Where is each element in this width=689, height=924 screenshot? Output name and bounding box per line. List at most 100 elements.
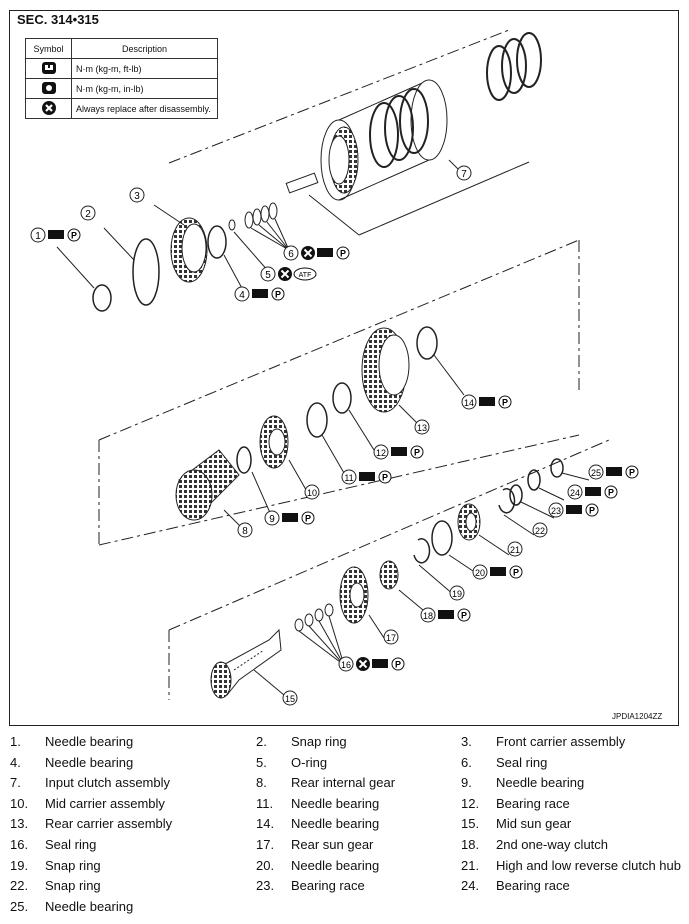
legend-number: 18. (461, 837, 480, 852)
torque-symbol-icon (48, 230, 64, 239)
petrolatum-label: P (305, 514, 311, 524)
atf-badge (293, 267, 317, 281)
symbol-desc-3: Always replace after disassembly. (71, 98, 218, 119)
callout-22: 22 (532, 522, 548, 538)
petrolatum-label: P (395, 660, 401, 670)
legend-number: 3. (461, 734, 472, 749)
legend-name: Rear carrier assembly (45, 816, 173, 832)
legend-name: Needle bearing (496, 775, 585, 791)
petrolatum-icon (509, 565, 523, 579)
petrolatum-label: P (71, 231, 77, 241)
callout-7: 7 (456, 165, 472, 181)
petrolatum-icon (457, 608, 471, 622)
diagram-frame (9, 10, 679, 726)
legend-name: Mid sun gear (496, 816, 572, 832)
legend-number: 25. (10, 898, 29, 914)
legend-number: 5. (256, 754, 267, 770)
svg-text:15: 15 (285, 694, 295, 704)
svg-text:11: 11 (344, 473, 353, 483)
legend-name: Rear internal gear (291, 775, 396, 791)
torque-symbol-icon (479, 397, 495, 406)
legend-name: Snap ring (45, 878, 101, 894)
petrolatum-icon (625, 465, 639, 479)
exploded-view-diagram: 1 2 3 4 5 6 7 8 9 10 11 12 13 14 15 16 1… (30, 29, 639, 706)
diagram-code: JPDIA1204ZZ (612, 712, 663, 721)
svg-text:16: 16 (341, 660, 351, 670)
svg-text:13: 13 (417, 423, 427, 433)
section-title: SEC. 314•315 (17, 12, 99, 27)
legend-name: Bearing race (496, 795, 570, 811)
torque-symbol-icon (566, 505, 582, 514)
legend-number: 9. (461, 775, 472, 791)
legend-number: 13. (10, 816, 29, 832)
svg-text:19: 19 (452, 589, 462, 599)
torque-symbol-icon (252, 289, 268, 298)
callout-23: 23 (548, 502, 564, 518)
legend-name: Snap ring (45, 857, 101, 873)
legend-number: 11. (256, 795, 274, 811)
petrolatum-label: P (589, 506, 595, 516)
atf-label: ATF (299, 272, 312, 279)
legend-number: 21. (461, 857, 480, 873)
torque-symbol-icon (359, 472, 375, 481)
svg-text:6: 6 (288, 249, 294, 260)
petrolatum-icon (67, 228, 81, 242)
legend-number: 12. (461, 795, 480, 811)
torque-symbol-icon (585, 487, 601, 496)
callout-9: 9 (264, 510, 280, 526)
legend-number: 22. (10, 878, 29, 894)
callout-labels: 1 2 3 4 5 6 7 8 9 10 11 12 13 14 15 16 1… (30, 165, 604, 706)
legend-name: Needle bearing (45, 754, 134, 770)
legend-name: Needle bearing (45, 734, 134, 749)
callout-3: 3 (129, 187, 145, 203)
callout-4: 4 (234, 286, 250, 302)
svg-text:14: 14 (464, 398, 474, 408)
torque-symbol-icon (490, 567, 506, 576)
callout-15: 15 (282, 690, 298, 706)
legend-name: Snap ring (291, 734, 347, 749)
legend-number: 20. (256, 857, 275, 873)
svg-text:22: 22 (535, 526, 545, 536)
legend-name: Bearing race (291, 878, 365, 894)
legend-name: Seal ring (45, 837, 97, 852)
svg-text:4: 4 (239, 290, 245, 301)
legend-number: 4. (10, 754, 21, 770)
svg-text:3: 3 (134, 191, 140, 202)
svg-text:17: 17 (386, 633, 396, 643)
petrolatum-icon (585, 503, 599, 517)
petrolatum-label: P (461, 611, 467, 621)
svg-text:10: 10 (307, 488, 317, 498)
petrolatum-icon (410, 445, 424, 459)
legend-number: 16. (10, 837, 29, 852)
petrolatum-label: P (275, 290, 281, 300)
callout-19: 19 (449, 585, 465, 601)
petrolatum-label: P (513, 568, 519, 578)
legend-number: 14. (256, 816, 275, 832)
callout-18: 18 (420, 607, 436, 623)
legend-number: 1. (10, 734, 21, 749)
petrolatum-label: P (414, 448, 420, 458)
legend-number: 19. (10, 857, 29, 873)
petrolatum-icon (498, 395, 512, 409)
legend-number: 2. (256, 734, 267, 749)
petrolatum-icon (391, 657, 405, 671)
torque-symbol-icon (606, 467, 622, 476)
petrolatum-label: P (629, 468, 635, 478)
torque-symbol-icon (438, 610, 454, 619)
legend-name: Rear sun gear (291, 837, 374, 852)
callout-13: 13 (414, 419, 430, 435)
legend-number: 17. (256, 837, 275, 852)
petrolatum-label: P (608, 488, 614, 498)
callout-1: 1 (30, 227, 46, 243)
legend-name: Needle bearing (291, 857, 380, 873)
petrolatum-icon (301, 511, 315, 525)
legend-name: Input clutch assembly (45, 775, 171, 791)
callout-10: 10 (304, 484, 320, 500)
svg-text:25: 25 (591, 468, 601, 478)
legend-name: Bearing race (496, 878, 570, 894)
svg-text:5: 5 (265, 270, 271, 281)
svg-text:20: 20 (475, 568, 485, 578)
legend-name: High and low reverse clutch hub (496, 857, 681, 873)
callout-6: 6 (283, 245, 299, 261)
